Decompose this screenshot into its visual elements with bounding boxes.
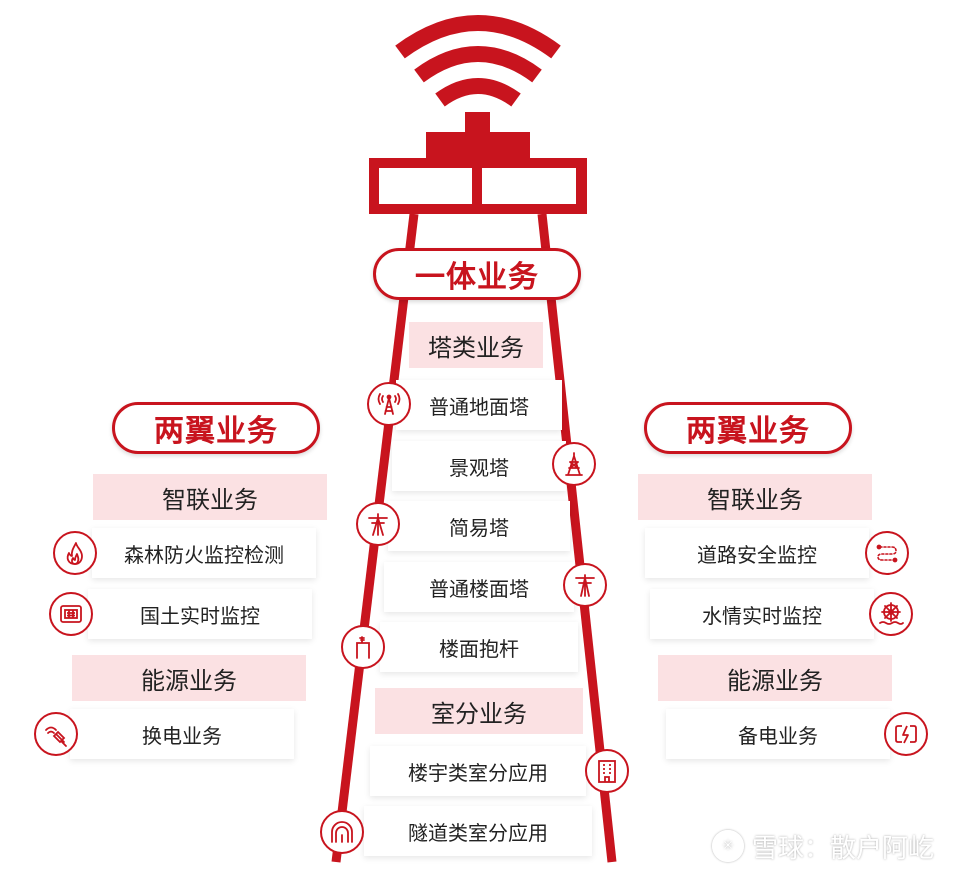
center-indoor-section-header: 室分业务 [375,688,583,734]
antenna-tower-icon [367,382,411,426]
snowball-logo-icon: ✳ [712,830,744,862]
left-energy-section-header: 能源业务 [72,655,306,701]
center-tower-item-2-label: 简易塔 [449,515,509,540]
right-main-label-text: 两翼业务 [686,414,810,449]
road-route-icon [865,531,909,575]
tunnel-icon [320,810,364,854]
right-energy-item-0: 备电业务 [666,709,890,759]
right-main-label: 两翼业务 [644,402,852,454]
center-tower-item-1: 景观塔 [392,441,566,491]
land-monitor-icon [49,592,93,636]
right-smart-item-0: 道路安全监控 [645,528,869,578]
right-smart-item-0-label: 道路安全监控 [697,542,817,567]
right-smart-section-header: 智联业务 [638,474,872,520]
left-smart-section-label: 智联业务 [162,485,258,514]
center-main-label: 一体业务 [373,248,581,300]
right-energy-section-label: 能源业务 [727,666,823,695]
left-energy-item-0-label: 换电业务 [142,723,222,748]
simple-tower-icon [356,502,400,546]
left-main-label-text: 两翼业务 [154,414,278,449]
center-indoor-item-1-label: 隧道类室分应用 [408,820,548,845]
center-tower-item-4: 楼面抱杆 [380,622,578,672]
center-indoor-section-label: 室分业务 [431,699,527,728]
center-tower-item-0: 普通地面塔 [396,380,562,430]
center-indoor-item-0: 楼宇类室分应用 [370,746,586,796]
right-energy-section-header: 能源业务 [658,655,892,701]
right-smart-item-1-label: 水情实时监控 [702,603,822,628]
watermark-text: 雪球：散户阿屹 [752,833,935,864]
center-tower-section-header: 塔类业务 [409,322,543,368]
left-smart-item-0: 森林防火监控检测 [92,528,316,578]
rooftop-tower-icon [563,563,607,607]
tower-top [369,112,587,214]
center-tower-item-3: 普通楼面塔 [384,562,574,612]
left-energy-section-label: 能源业务 [141,666,237,695]
landscape-tower-icon [552,442,596,486]
center-tower-item-0-label: 普通地面塔 [429,394,529,419]
center-tower-item-1-label: 景观塔 [449,455,509,480]
rooftop-pole-icon [341,625,385,669]
right-smart-item-1: 水情实时监控 [650,589,874,639]
fire-icon [53,531,97,575]
center-indoor-item-0-label: 楼宇类室分应用 [408,760,548,785]
left-energy-item-0: 换电业务 [70,709,294,759]
water-wheel-icon [869,592,913,636]
left-smart-item-0-label: 森林防火监控检测 [124,542,284,567]
center-tower-item-2: 简易塔 [388,501,570,551]
left-smart-item-1-label: 国土实时监控 [140,603,260,628]
center-main-label-text: 一体业务 [415,260,539,295]
watermark: ✳ 雪球：散户阿屹 [712,826,934,866]
center-tower-section-label: 塔类业务 [428,333,524,362]
left-smart-section-header: 智联业务 [93,474,327,520]
center-tower-item-3-label: 普通楼面塔 [429,576,529,601]
building-icon [585,749,629,793]
left-smart-item-1: 国土实时监控 [88,589,312,639]
right-energy-item-0-label: 备电业务 [738,723,818,748]
battery-swap-plug-icon [34,712,78,756]
center-tower-item-4-label: 楼面抱杆 [439,636,519,661]
signal-icon [395,15,561,107]
left-main-label: 两翼业务 [112,402,320,454]
backup-battery-icon [884,712,928,756]
right-smart-section-label: 智联业务 [707,485,803,514]
center-indoor-item-1: 隧道类室分应用 [364,806,592,856]
